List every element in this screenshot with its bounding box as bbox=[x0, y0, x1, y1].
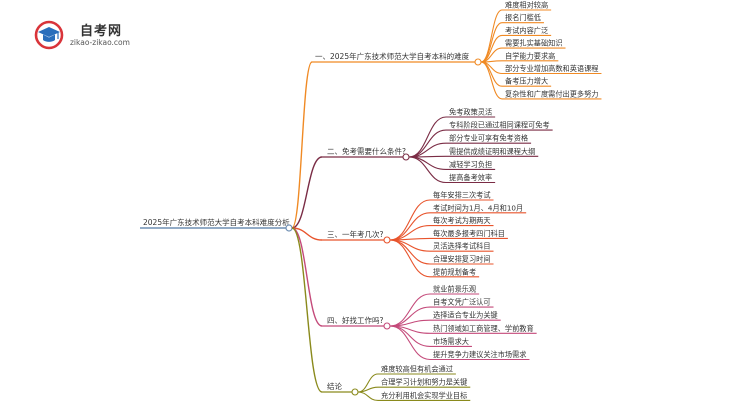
leaf-connector bbox=[480, 61, 503, 87]
leaf-node[interactable]: 部分专业增加高数和英语课程 bbox=[480, 61, 602, 75]
leaf-label: 提高备考效率 bbox=[449, 173, 492, 182]
leaf-label: 灵活选择考试科目 bbox=[433, 242, 491, 251]
root-collapse-handle[interactable] bbox=[285, 224, 293, 232]
leaf-label: 合理学习计划和努力是关键 bbox=[381, 378, 467, 387]
leaf-label: 减轻学习负担 bbox=[449, 160, 492, 169]
leaf-label: 就业前景乐观 bbox=[433, 285, 476, 294]
leaf-label: 自学能力要求高 bbox=[505, 51, 555, 60]
leaf-label: 考试时间为1月、4月和10月 bbox=[433, 203, 523, 212]
leaf-connector bbox=[408, 142, 447, 158]
leaf-label: 提前规划备考 bbox=[433, 267, 476, 276]
leaf-connector bbox=[389, 225, 431, 241]
leaf-label: 选择适合专业为关键 bbox=[433, 311, 498, 320]
branch-node-4[interactable]: 四、好找工作吗? 就业前景乐观自考文凭广泛认可选择适合专业为关键热门领域如工商管理… bbox=[291, 227, 537, 361]
branch-collapse-handle-2[interactable] bbox=[402, 153, 410, 161]
leaf-label: 备考压力增大 bbox=[505, 77, 548, 86]
leaf-label: 每年安排三次考试 bbox=[433, 191, 491, 200]
root-label: 2025年广东技术师范大学自考本科难度分析 bbox=[143, 217, 290, 227]
root-connector-3 bbox=[291, 227, 323, 241]
leaf-node[interactable]: 报名门槛低 bbox=[480, 13, 544, 63]
leaf-label: 提升竞争力建议关注市场需求 bbox=[433, 350, 526, 359]
branch-collapse-handle-1[interactable] bbox=[474, 58, 482, 66]
branch-collapse-handle-5[interactable] bbox=[351, 388, 359, 396]
leaf-connector bbox=[408, 156, 447, 170]
leaf-label: 需提供成绩证明和课程大纲 bbox=[449, 147, 535, 156]
leaf-label: 每次最多报考四门科目 bbox=[433, 229, 505, 238]
leaf-label: 免考政策灵活 bbox=[449, 108, 492, 117]
leaf-node[interactable]: 充分利用机会实现学业目标 bbox=[357, 391, 471, 401]
branch-label-5: 结论 bbox=[327, 381, 342, 391]
branch-label-1: 一、2025年广东技术师范大学自考本科的难度 bbox=[315, 51, 470, 61]
leaf-connector bbox=[357, 391, 379, 401]
leaf-connector bbox=[389, 239, 431, 278]
leaf-label: 难度相对较高 bbox=[505, 1, 548, 10]
logo-title: 自考网 bbox=[80, 24, 123, 39]
leaf-node[interactable]: 需提供成绩证明和课程大纲 bbox=[408, 147, 539, 158]
root-connector-1 bbox=[291, 61, 313, 229]
leaf-connector bbox=[408, 116, 447, 158]
branch-collapse-handle-4[interactable] bbox=[383, 322, 391, 330]
leaf-label: 部分专业可享有免考资格 bbox=[449, 134, 529, 143]
leaf-label: 考试内容广泛 bbox=[505, 26, 548, 35]
leaf-label: 充分利用机会实现学业目标 bbox=[381, 391, 467, 400]
leaf-node[interactable]: 合理学习计划和努力是关键 bbox=[357, 378, 471, 393]
leaf-label: 合理安排复习时间 bbox=[433, 255, 491, 264]
branch-collapse-handle-3[interactable] bbox=[383, 236, 391, 244]
leaf-label: 每次考试为期两天 bbox=[433, 216, 491, 225]
leaf-node[interactable]: 提前规划备考 bbox=[389, 239, 480, 278]
leaf-node[interactable]: 灵活选择考试科目 bbox=[389, 239, 494, 252]
leaf-label: 难度较高但有机会通过 bbox=[381, 365, 453, 374]
leaf-label: 需要扎实基础知识 bbox=[505, 39, 563, 48]
branch-label-2: 二、免考需要什么条件? bbox=[327, 146, 406, 156]
root-node[interactable]: 2025年广东技术师范大学自考本科难度分析 bbox=[140, 217, 293, 232]
leaf-connector bbox=[408, 156, 447, 184]
root-connector-4 bbox=[291, 227, 323, 327]
branch-label-4: 四、好找工作吗? bbox=[327, 315, 383, 325]
leaf-label: 部分专业增加高数和英语课程 bbox=[505, 64, 598, 73]
leaf-label: 市场需求大 bbox=[433, 337, 469, 346]
leaf-connector bbox=[389, 325, 431, 361]
branch-node-2[interactable]: 二、免考需要什么条件? 免考政策灵活专科阶段已通过相同课程可免考部分专业可享有免考… bbox=[291, 108, 553, 229]
leaf-connector bbox=[389, 293, 431, 327]
branch-node-3[interactable]: 三、一年考几次? 每年安排三次考试考试时间为1月、4月和10月每次考试为期两天每次… bbox=[291, 191, 527, 278]
leaf-node[interactable]: 热门领域如工商管理、学前教育 bbox=[389, 324, 537, 334]
leaf-connector bbox=[389, 199, 431, 241]
leaf-connector bbox=[357, 386, 379, 393]
leaf-label: 报名门槛低 bbox=[505, 13, 541, 22]
leaf-label: 热门领域如工商管理、学前教育 bbox=[433, 324, 534, 333]
graduation-cap-icon bbox=[34, 20, 64, 50]
branch-node-1[interactable]: 一、2025年广东技术师范大学自考本科的难度 难度相对较高报名门槛低考试内容广泛需… bbox=[291, 1, 602, 229]
logo-subtitle: zikao-zikao.com bbox=[70, 38, 130, 47]
site-logo[interactable]: 自考网 zikao-zikao.com bbox=[34, 18, 134, 52]
leaf-label: 复杂性和广度需付出更多努力 bbox=[505, 89, 598, 98]
branch-label-3: 三、一年考几次? bbox=[327, 229, 383, 239]
root-connector-5 bbox=[291, 227, 323, 393]
leaf-connector bbox=[480, 22, 503, 63]
leaf-label: 自考文凭广泛认可 bbox=[433, 298, 491, 307]
leaf-node[interactable]: 提高备考效率 bbox=[408, 156, 496, 184]
leaf-node[interactable]: 提升竞争力建议关注市场需求 bbox=[389, 325, 530, 361]
leaf-node[interactable]: 复杂性和广度需付出更多努力 bbox=[480, 61, 602, 100]
leaf-connector bbox=[480, 61, 503, 100]
root-connector-2 bbox=[291, 156, 323, 229]
leaf-label: 专科阶段已通过相同课程可免考 bbox=[449, 121, 550, 130]
leaf-connector bbox=[389, 239, 431, 265]
